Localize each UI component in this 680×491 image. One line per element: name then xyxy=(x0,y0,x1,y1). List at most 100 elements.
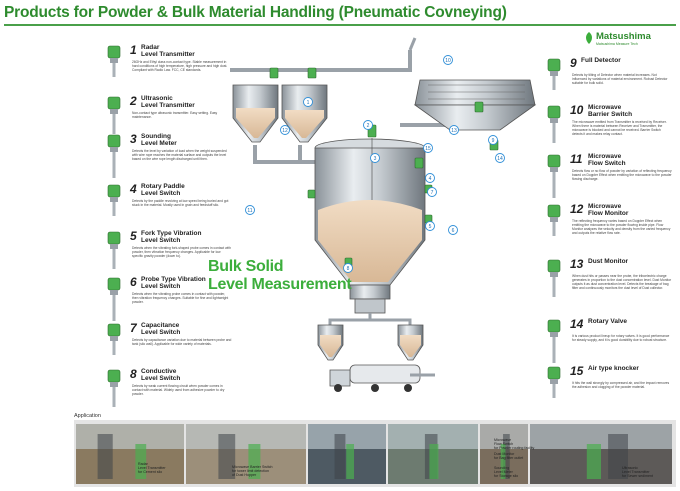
dust-collector xyxy=(414,79,536,106)
product-description: Detects by weak current flowing circuit … xyxy=(132,384,225,397)
marker-3: 3 xyxy=(370,153,380,163)
product-name: Microwave Flow Monitor xyxy=(588,203,629,217)
product-number: 9 xyxy=(570,56,577,70)
product-number: 1 xyxy=(130,43,137,57)
product-number: 12 xyxy=(570,202,584,216)
svg-text:13: 13 xyxy=(451,128,457,134)
product-image xyxy=(547,259,561,297)
product-description: It is various product lineup for rotary … xyxy=(572,334,670,343)
svg-text:11: 11 xyxy=(247,208,252,214)
svg-text:10: 10 xyxy=(445,58,451,64)
marker-5: 5 xyxy=(425,221,435,231)
application-photo xyxy=(308,424,386,484)
product-description: Detects the level by variation of load w… xyxy=(132,149,227,162)
product-number: 14 xyxy=(570,317,584,331)
product-14: 14 Rotary Valve It is various product line… xyxy=(540,317,672,368)
product-image xyxy=(107,323,121,355)
product-image xyxy=(547,204,561,236)
product-image xyxy=(547,58,561,90)
product-description: When dust hits or passes near the probe,… xyxy=(572,274,672,291)
product-image xyxy=(107,184,121,216)
product-name: Microwave Flow Switch xyxy=(588,153,626,167)
feed-pipe xyxy=(230,50,412,72)
product-description: The microwave emitted from Transmitter i… xyxy=(572,120,667,137)
product-name: Sounding Level Meter xyxy=(141,133,177,147)
product-name: Fork Type Vibration Level Switch xyxy=(141,230,202,244)
application-caption: Microwave Flow Switch for Powder routing… xyxy=(494,438,535,451)
marker-12: 12 xyxy=(280,125,290,135)
product-description: Detects by the paddle revolving at low s… xyxy=(132,199,229,208)
marker-15: 15 xyxy=(423,143,433,153)
svg-text:1: 1 xyxy=(307,100,310,106)
product-description: The reflecting frequency varies based on… xyxy=(572,219,671,236)
page-title: Products for Powder & Bulk Material Hand… xyxy=(4,4,507,21)
product-image xyxy=(107,96,121,134)
product-image xyxy=(107,231,121,269)
marker-7: 7 xyxy=(427,187,437,197)
product-number: 10 xyxy=(570,103,584,117)
tanker-truck xyxy=(349,364,421,384)
svg-text:7: 7 xyxy=(431,190,434,196)
product-number: 2 xyxy=(130,94,137,108)
product-name: Conductive Level Switch xyxy=(141,368,181,382)
brand-leaf-icon xyxy=(586,32,592,44)
product-number: 8 xyxy=(130,367,137,381)
svg-text:12: 12 xyxy=(282,128,288,134)
product-name: Microwave Barrier Switch xyxy=(588,104,633,118)
product-image xyxy=(547,366,561,398)
product-image xyxy=(107,277,121,321)
product-image xyxy=(107,369,121,407)
marker-4: 4 xyxy=(425,173,435,183)
marker-8: 8 xyxy=(343,263,353,273)
marker-10: 10 xyxy=(443,55,453,65)
application-caption: Dust Monitor for Bag filter outlet xyxy=(494,452,524,461)
application-caption: Ultrasonic Level Transmitter for Sewer s… xyxy=(622,466,653,479)
marker-14: 14 xyxy=(495,153,505,163)
product-number: 15 xyxy=(570,364,584,378)
application-caption: Microwave Barrier Switch for tower limit… xyxy=(232,465,273,478)
bulk-solid-line2: Level Measurement xyxy=(208,276,352,293)
svg-text:8: 8 xyxy=(347,266,350,272)
svg-text:2: 2 xyxy=(367,123,370,129)
svg-text:14: 14 xyxy=(497,156,503,162)
brand-logo: Matsushima Matsushima Measure Tech xyxy=(584,30,676,48)
application-label: Application xyxy=(74,413,101,419)
marker-6: 6 xyxy=(448,225,458,235)
product-description: Detects by capacitance variation due to … xyxy=(132,338,232,347)
product-description: It hits the wall strongly by compressed … xyxy=(572,381,670,390)
brand-name: Matsushima xyxy=(596,31,651,42)
product-name: Air type knocker xyxy=(588,365,639,372)
marker-9: 9 xyxy=(488,135,498,145)
svg-text:5: 5 xyxy=(429,224,432,230)
application-photo xyxy=(186,424,306,484)
product-name: Capacitance Level Switch xyxy=(141,322,181,336)
product-image xyxy=(107,134,121,178)
product-number: 6 xyxy=(130,275,137,289)
product-number: 3 xyxy=(130,132,137,146)
svg-text:9: 9 xyxy=(492,138,495,144)
product-image xyxy=(547,105,561,143)
product-name: Rotary Valve xyxy=(588,318,628,325)
product-number: 5 xyxy=(130,229,137,243)
product-number: 7 xyxy=(130,321,137,335)
brand-tagline: Matsushima Measure Tech xyxy=(596,42,638,46)
marker-1: 1 xyxy=(303,97,313,107)
application-photo xyxy=(530,424,672,484)
marker-11: 11 xyxy=(245,205,255,215)
svg-text:3: 3 xyxy=(374,156,377,162)
product-description: Detects flow or no flow of powder by var… xyxy=(572,169,672,182)
product-15: 15 Air type knocker It hits the wall stron… xyxy=(540,364,672,415)
product-description: Detects when the vibrating probe comes i… xyxy=(132,292,229,305)
product-image xyxy=(107,45,121,77)
product-name: Ultrasonic Level Transmitter xyxy=(141,95,195,109)
